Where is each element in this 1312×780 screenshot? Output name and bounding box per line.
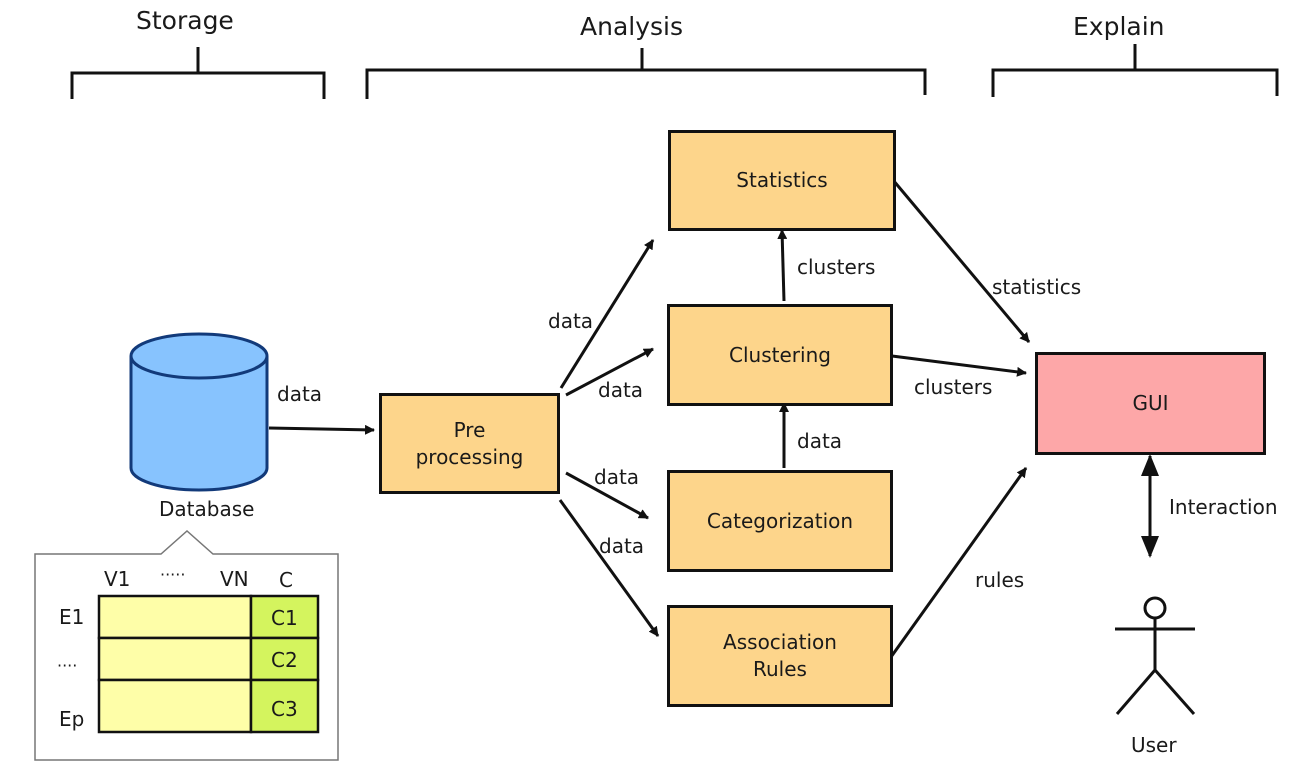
table-row-dots: ···· — [57, 656, 78, 675]
edge-label-stats-to-gui: statistics — [992, 275, 1082, 299]
node-categorization: Categorization — [667, 470, 893, 572]
analysis-bracket — [365, 48, 927, 99]
explain-bracket — [991, 44, 1279, 97]
database-icon — [129, 332, 269, 492]
edge-pre-to-assoc — [558, 499, 660, 637]
table-col-v1: V1 — [104, 567, 131, 591]
edge-label-categorization-to-clustering: data — [797, 429, 843, 453]
edge-pre-to-stats — [559, 239, 655, 389]
table-row-e1: E1 — [59, 605, 85, 629]
node-clustering: Clustering — [667, 304, 893, 406]
section-explain: Explain — [1073, 12, 1165, 41]
edge-assoc-to-gui — [889, 467, 1028, 658]
table-col-c: C — [279, 568, 293, 592]
edge-label-db-to-pre: data — [277, 382, 323, 406]
user-label: User — [1131, 733, 1177, 757]
table-class-c3: C3 — [271, 697, 298, 721]
user-icon — [1115, 596, 1196, 715]
storage-bracket — [70, 47, 326, 99]
edge-label-clustering-to-stats: clusters — [797, 255, 876, 279]
edge-label-pre-to-assoc: data — [599, 534, 645, 558]
edge-db-to-pre — [268, 424, 375, 435]
database-label: Database — [159, 497, 255, 521]
section-analysis: Analysis — [580, 12, 684, 41]
edge-label-pre-to-clustering: data — [598, 378, 644, 402]
edge-label-interaction: Interaction — [1169, 495, 1278, 519]
edge-pre-to-categorization — [565, 471, 649, 520]
table-class-c1: C1 — [271, 606, 298, 630]
edge-stats-to-gui — [891, 179, 1031, 343]
node-gui: GUI — [1035, 352, 1266, 455]
node-statistics: Statistics — [668, 130, 896, 231]
edge-label-assoc-to-gui: rules — [975, 568, 1025, 592]
edge-label-pre-to-categorization: data — [594, 465, 640, 489]
edge-clustering-to-stats — [777, 229, 788, 302]
table-row-ep: Ep — [59, 707, 85, 731]
section-storage: Storage — [136, 6, 234, 35]
edge-label-clustering-to-gui: clusters — [914, 375, 993, 399]
edge-label-pre-to-stats: data — [548, 309, 594, 333]
table-col-vn: VN — [220, 567, 249, 591]
edge-pre-to-clustering — [565, 347, 654, 397]
table-col-dots: ····· — [160, 565, 186, 584]
node-association-rules: Association Rules — [667, 605, 893, 707]
edge-clustering-to-gui — [891, 354, 1027, 377]
table-class-c2: C2 — [271, 648, 298, 672]
data-table-grid — [97, 594, 320, 734]
node-preprocessing: Pre processing — [379, 393, 560, 494]
